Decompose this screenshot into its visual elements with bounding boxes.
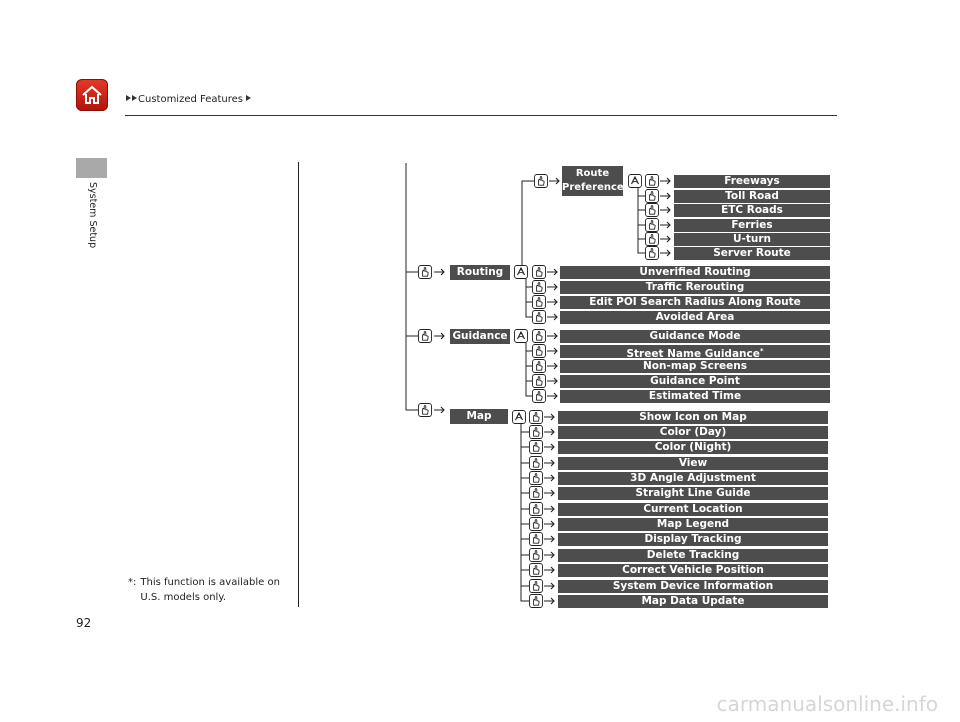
page-number: 92 [76, 616, 92, 630]
route-preference-voice-icon [627, 173, 643, 189]
route-pref-item[interactable]: Ferries [674, 219, 830, 232]
map-item[interactable]: Map Data Update [558, 595, 828, 608]
map-item[interactable]: Delete Tracking [558, 549, 828, 562]
category-routing[interactable]: Routing [450, 265, 510, 280]
route-pref-item[interactable]: Toll Road [674, 190, 830, 203]
map-touch-icon [418, 403, 445, 417]
category-guidance[interactable]: Guidance [450, 329, 510, 344]
route-pref-item[interactable]: Server Route [674, 247, 830, 260]
column-divider [298, 162, 299, 607]
routing-touch-icon [418, 265, 445, 279]
breadcrumb-arrow-icon [126, 95, 131, 101]
footnote-marker: * [759, 347, 764, 355]
route-pref-item[interactable]: Freeways [674, 175, 830, 188]
footnote: *: This function is available on U.S. mo… [128, 575, 298, 605]
route-pref-item[interactable]: U-turn [674, 233, 830, 246]
map-item[interactable]: System Device Information [558, 580, 828, 593]
category-route-preference[interactable]: Route Preference [562, 166, 624, 196]
map-item[interactable]: 3D Angle Adjustment [558, 472, 828, 485]
breadcrumb-arrow-icon [132, 95, 137, 101]
header-rule [125, 115, 837, 116]
guidance-voice-icon [513, 328, 529, 344]
guidance-item[interactable]: Street Name Guidance* [560, 345, 830, 360]
footnote-text: This function is available on U.S. model… [140, 577, 280, 603]
map-item[interactable]: Show Icon on Map [558, 411, 828, 424]
guidance-touch-icon [418, 329, 445, 343]
map-item[interactable]: Correct Vehicle Position [558, 564, 828, 577]
routing-item[interactable]: Traffic Rerouting [560, 281, 830, 294]
guidance-item[interactable]: Guidance Point [560, 375, 830, 388]
route-preference-touch-icon [534, 174, 560, 188]
map-voice-icon [511, 409, 527, 425]
guidance-item[interactable]: Non-map Screens [560, 360, 830, 373]
home-button[interactable] [76, 79, 108, 111]
guidance-item[interactable]: Estimated Time [560, 390, 830, 403]
routing-item[interactable]: Avoided Area [560, 311, 830, 324]
map-item[interactable]: View [558, 457, 828, 470]
section-tab [76, 158, 107, 178]
breadcrumb-arrow-icon [246, 95, 252, 101]
map-item[interactable]: Map Legend [558, 518, 828, 531]
map-item[interactable]: Color (Day) [558, 426, 828, 439]
routing-item[interactable]: Edit POI Search Radius Along Route [560, 296, 830, 309]
breadcrumb-title[interactable]: Customized Features [138, 94, 244, 105]
breadcrumb[interactable]: Customized Features [126, 94, 252, 105]
route-pref-item[interactable]: ETC Roads [674, 204, 830, 217]
map-item[interactable]: Color (Night) [558, 441, 828, 454]
guidance-item-icons [532, 329, 558, 403]
map-item-icons [529, 410, 555, 608]
watermark: carmanualsonline.info [716, 692, 938, 716]
footnote-marker: *: [128, 577, 137, 588]
routing-voice-icon [513, 264, 529, 280]
home-icon [82, 85, 102, 104]
guidance-item[interactable]: Guidance Mode [560, 330, 830, 343]
routing-item[interactable]: Unverified Routing [560, 266, 830, 279]
routing-item-icons [532, 265, 558, 324]
route-preference-item-icons [645, 174, 671, 260]
map-item[interactable]: Display Tracking [558, 533, 828, 546]
map-item[interactable]: Current Location [558, 503, 828, 516]
map-item[interactable]: Straight Line Guide [558, 487, 828, 500]
category-map[interactable]: Map [450, 409, 508, 424]
